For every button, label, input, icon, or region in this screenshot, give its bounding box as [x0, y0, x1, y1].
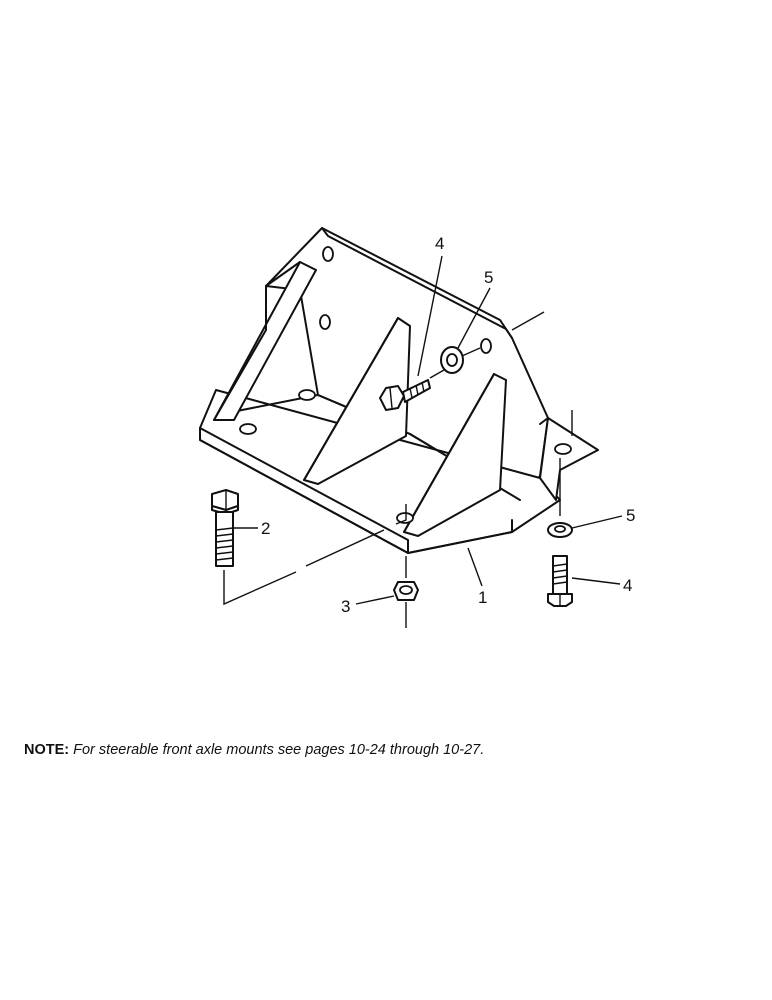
callout-5-lower: 5 [626, 506, 635, 525]
callout-4-upper: 4 [435, 234, 444, 253]
left-bolt-assembly [211, 489, 407, 606]
gusset-left [213, 261, 317, 421]
side-flange [539, 417, 599, 501]
mount-bracket [199, 227, 599, 554]
note-text: For steerable front axle mounts see page… [73, 742, 485, 758]
upper-bolt-assembly [379, 311, 545, 411]
callout-3: 3 [341, 597, 350, 616]
callout-1: 1 [478, 588, 487, 607]
leader-4-upper [417, 255, 443, 377]
callouts: 4 5 2 5 3 1 4 [261, 234, 635, 616]
callout-2: 2 [261, 519, 270, 538]
nut-assembly [393, 556, 419, 628]
base-plate-hole [298, 389, 316, 401]
leader-1 [467, 547, 483, 587]
leader-5-upper [457, 287, 491, 349]
footnote: NOTE: For steerable front axle mounts se… [24, 742, 484, 758]
base-plate-hole [554, 443, 572, 455]
back-plate-hole [322, 246, 334, 262]
leader-3 [355, 595, 395, 605]
back-plate-hole [480, 338, 492, 354]
base-plate-hole [239, 423, 257, 435]
base-plate-hole [396, 512, 414, 524]
leader-5-lower [571, 515, 623, 529]
callout-5-upper: 5 [484, 268, 493, 287]
callout-4-lower: 4 [623, 576, 632, 595]
note-label: NOTE: [24, 742, 70, 758]
back-plate-hole [319, 314, 331, 330]
leader-lines [234, 255, 623, 605]
leader-4-lower [571, 577, 621, 585]
right-bolt-assembly [547, 410, 573, 607]
